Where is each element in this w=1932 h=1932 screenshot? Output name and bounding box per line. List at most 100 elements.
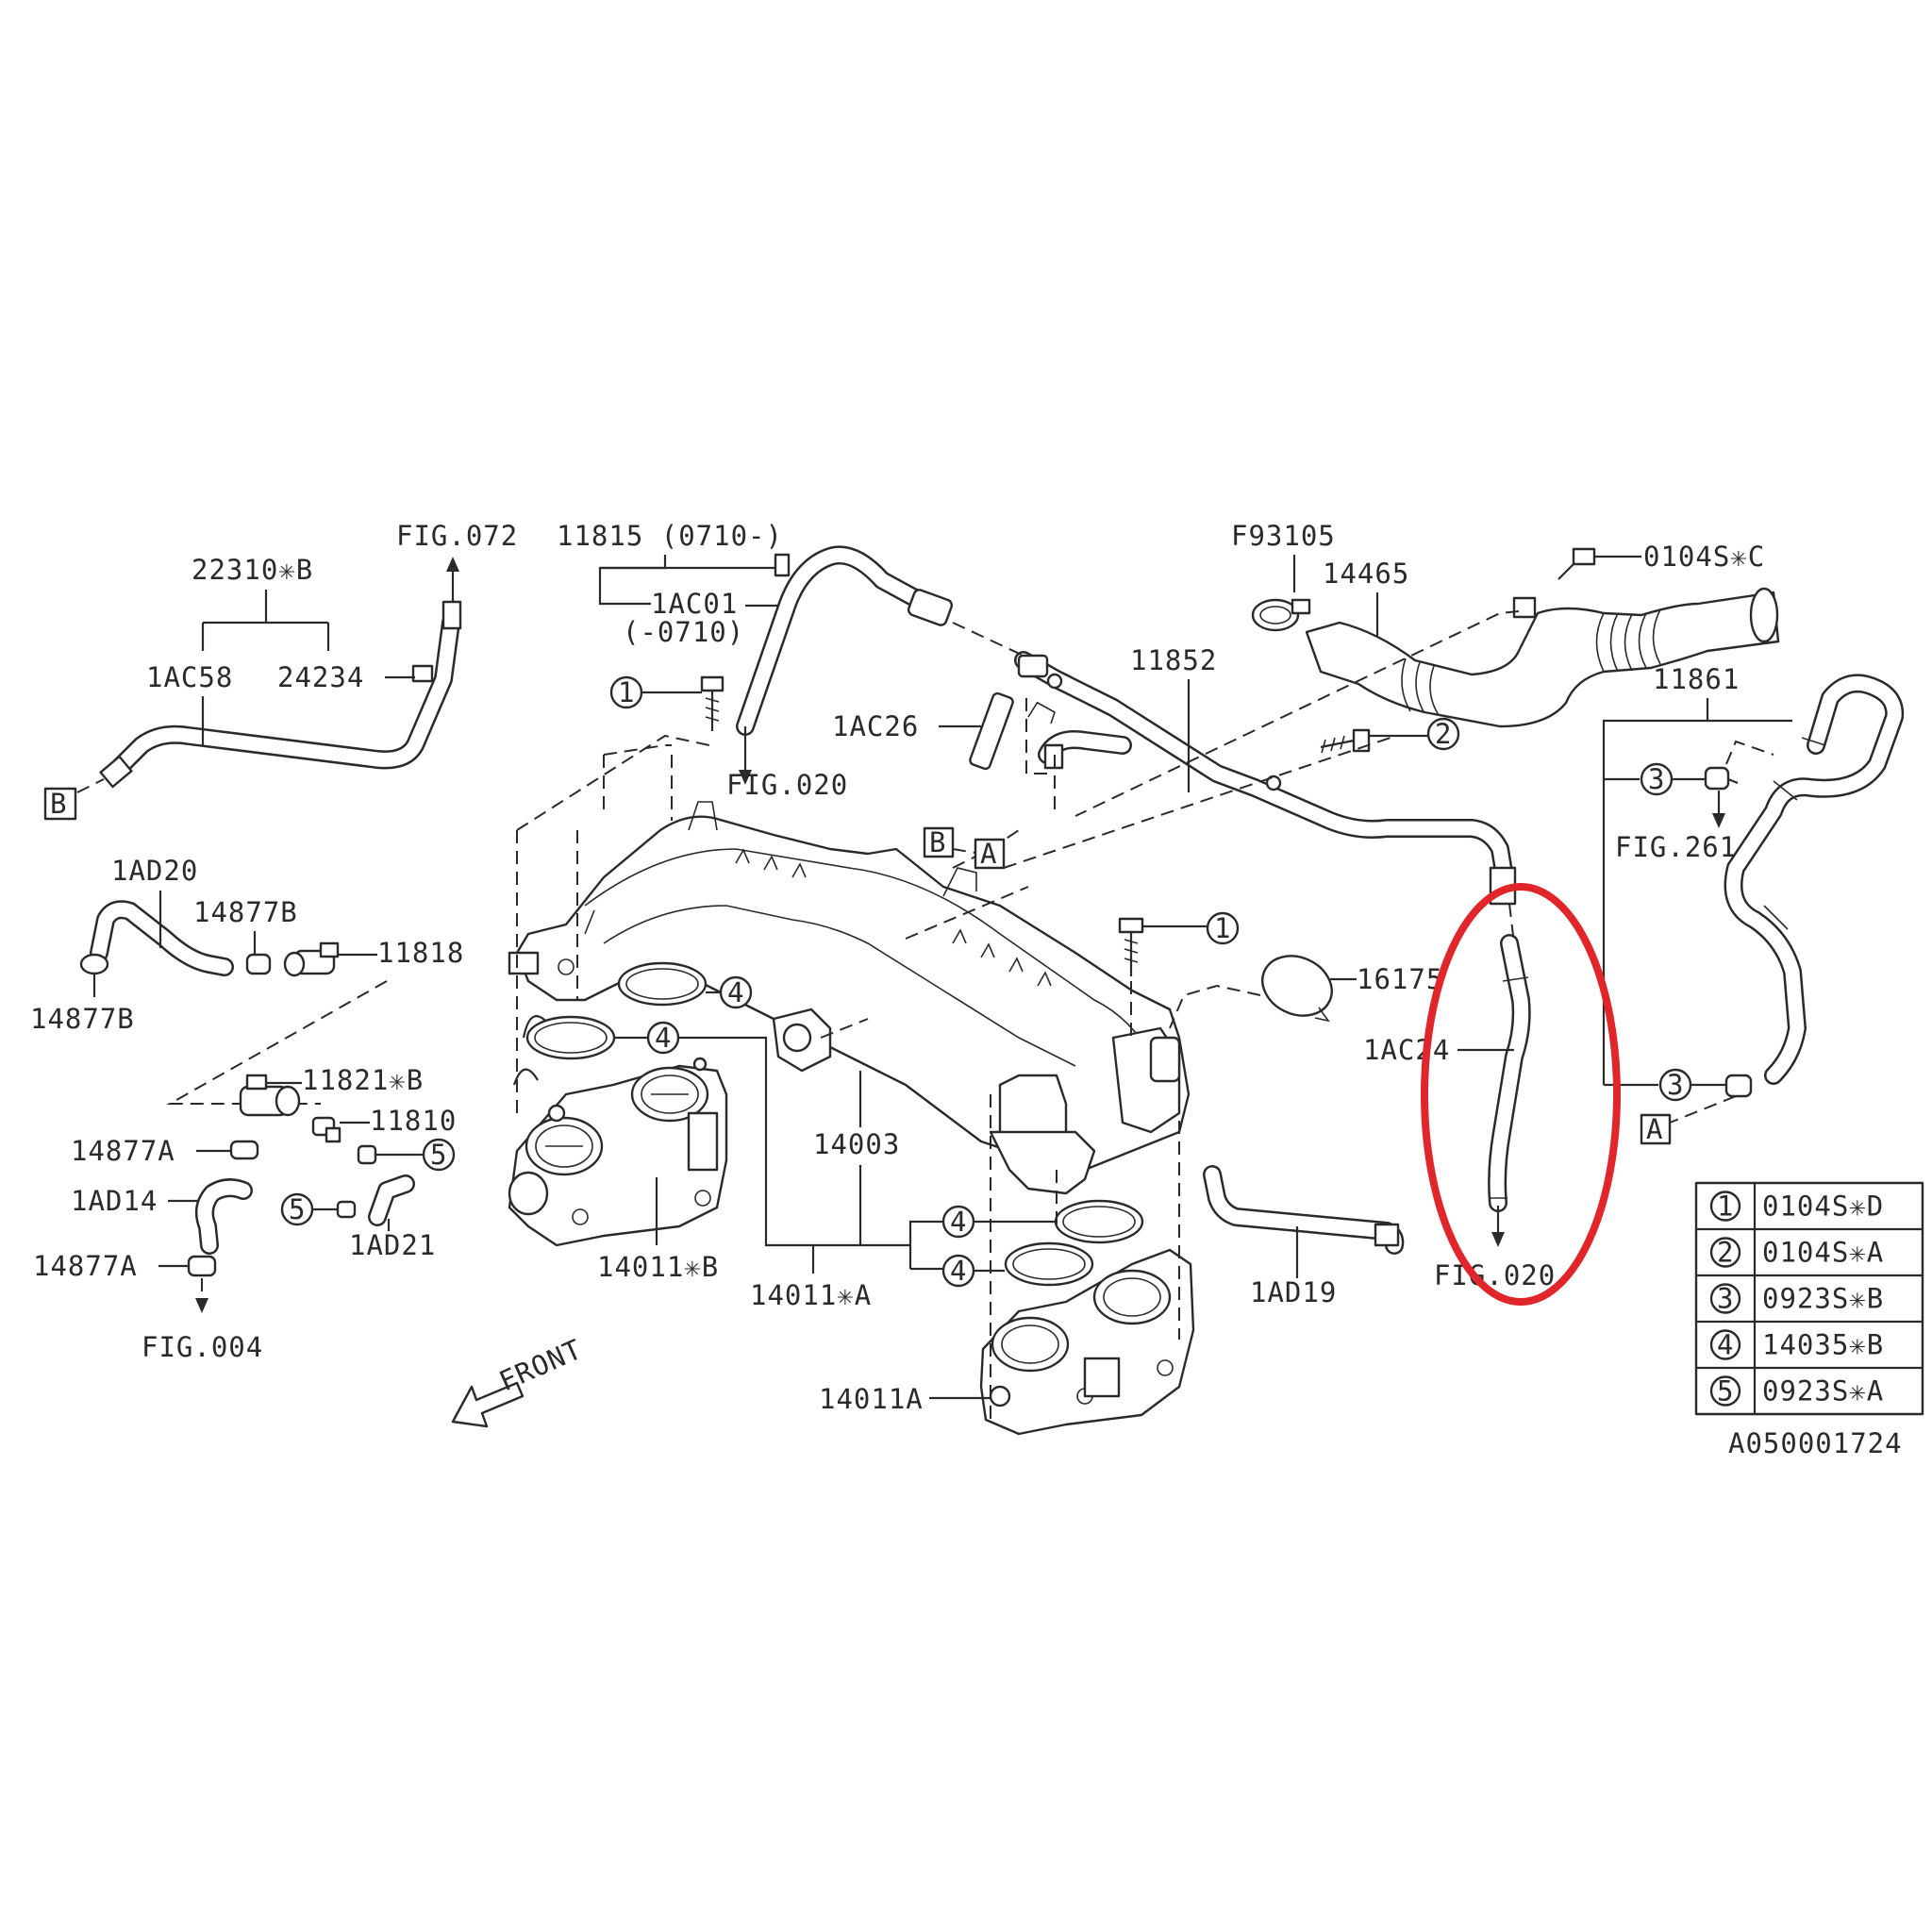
legend-part-number: 14035✳B [1762, 1329, 1884, 1361]
legend-number-circle [1709, 1191, 1741, 1222]
gasket-4-upper [617, 961, 708, 1007]
ref-b-box-left: B [43, 787, 77, 821]
fitting-11818 [283, 941, 340, 977]
label-11852: 11852 [1130, 644, 1217, 676]
svg-text:5: 5 [289, 1193, 306, 1225]
legend-part-number: 0923S✳A [1762, 1375, 1884, 1407]
svg-text:A: A [1646, 1113, 1663, 1145]
legend-number: 2 [1717, 1237, 1734, 1269]
svg-text:1: 1 [1214, 912, 1231, 944]
throttle-body-14011a [979, 1248, 1195, 1436]
hose-1ad21 [368, 1174, 415, 1226]
label-14011a: 14011A [819, 1383, 924, 1415]
hose-14465 [1305, 587, 1780, 728]
hose-1ad20 [90, 900, 234, 976]
label-14877a-bottom: 14877A [33, 1250, 138, 1282]
ref-a-box-center: A [974, 838, 1006, 870]
label-1ad21: 1AD21 [349, 1229, 436, 1261]
gasket-4-right-upper [1054, 1199, 1144, 1244]
label-1ac58: 1AC58 [146, 661, 233, 693]
diagram-code: A050001724 [1728, 1427, 1903, 1459]
svg-text:4: 4 [950, 1255, 967, 1287]
svg-text:4: 4 [950, 1206, 967, 1238]
label-fig020-top: FIG.020 [726, 769, 848, 801]
label-fig004: FIG.004 [142, 1331, 263, 1363]
label-1ac01-note: (-0710) [623, 616, 744, 648]
hose-1ac01 [736, 545, 954, 736]
svg-text:B: B [50, 788, 67, 820]
hose-1ad14 [194, 1178, 253, 1255]
legend-number: 3 [1717, 1283, 1734, 1315]
bolt-0104sc [1557, 547, 1596, 580]
label-f93105: F93105 [1231, 520, 1336, 552]
fitting-11810 [311, 1116, 341, 1143]
svg-text:2: 2 [1435, 718, 1452, 750]
hose-11861 [1724, 674, 1905, 1085]
clamp-14877b-right [245, 953, 272, 975]
front-arrow: FRONT [451, 1333, 587, 1428]
clamp-14877a-bottom [187, 1255, 217, 1277]
label-14877a-top: 14877A [71, 1135, 175, 1167]
label-14011b: 14011✳B [597, 1251, 719, 1283]
legend-part-number: 0104S✳D [1762, 1191, 1884, 1223]
hose-1ac24 [1488, 934, 1531, 1212]
label-1ad14: 1AD14 [71, 1185, 158, 1217]
throttle-body-14011b [508, 1057, 728, 1247]
fitting-11821b [239, 1074, 301, 1117]
svg-text:5: 5 [430, 1139, 447, 1171]
hose-1ac58 [99, 600, 462, 789]
label-14465: 14465 [1323, 558, 1409, 590]
label-22310b: 22310✳B [192, 554, 313, 586]
legend-row: 5 0923S✳A [1709, 1375, 1884, 1407]
legend-row: 1 0104S✳D [1709, 1191, 1884, 1223]
clamp-f93105 [1251, 598, 1311, 632]
clamp-14877b-left [79, 953, 109, 975]
label-11810: 11810 [370, 1105, 457, 1137]
legend-number-circle [1709, 1237, 1741, 1268]
label-14003: 14003 [813, 1128, 900, 1160]
svg-text:4: 4 [655, 1022, 672, 1054]
label-fig020-right: FIG.020 [1434, 1259, 1556, 1291]
label-fig072: FIG.072 [396, 520, 518, 552]
label-11861: 11861 [1653, 663, 1740, 695]
gasket-16175 [1261, 955, 1333, 1023]
label-1ad20: 1AD20 [111, 855, 198, 887]
callout-1-mid [1206, 911, 1240, 945]
bolt-1-mid [1118, 917, 1144, 976]
svg-text:FRONT: FRONT [494, 1333, 587, 1398]
label-1ac26: 1AC26 [832, 710, 919, 742]
pipe-11852 [1014, 651, 1517, 906]
highlight-ring [1421, 883, 1621, 1306]
legend-part-number: 0923S✳B [1762, 1283, 1884, 1315]
gasket-4-lower [525, 1015, 616, 1060]
gasket-4-right-lower [1004, 1241, 1094, 1287]
clamp-3-top [1704, 766, 1739, 791]
ref-a-box-right: A [1640, 1113, 1672, 1145]
hose-1ad19 [1203, 1165, 1405, 1255]
label-24234: 24234 [277, 661, 364, 693]
label-fig261: FIG.261 [1615, 831, 1737, 863]
fitting-5-lower [336, 1200, 357, 1219]
legend-number-circle [1709, 1283, 1741, 1314]
legend-row: 3 0923S✳B [1709, 1283, 1884, 1315]
legend-number: 4 [1717, 1329, 1734, 1361]
label-16175: 16175 [1357, 963, 1443, 995]
legend-number-circle [1709, 1329, 1741, 1360]
legend-row: 2 0104S✳A [1709, 1237, 1884, 1269]
clamp-14877a-top [229, 1140, 259, 1160]
label-11821b: 11821✳B [302, 1064, 424, 1096]
legend-number: 1 [1717, 1191, 1734, 1223]
legend-number-circle [1709, 1375, 1741, 1407]
ref-b-box-center: B [923, 826, 955, 858]
svg-text:1: 1 [618, 676, 635, 708]
label-1ac01: 1AC01 [651, 588, 738, 620]
legend-number: 5 [1717, 1375, 1734, 1407]
bolt-2 [1320, 728, 1371, 754]
label-0104sc: 0104S✳C [1643, 541, 1765, 573]
intake-manifold-14003 [508, 801, 1191, 1195]
label-14011a-star: 14011✳A [750, 1279, 872, 1311]
callout-2 [1426, 717, 1460, 751]
svg-text:B: B [929, 826, 946, 858]
legend-part-number: 0104S✳A [1762, 1237, 1884, 1269]
